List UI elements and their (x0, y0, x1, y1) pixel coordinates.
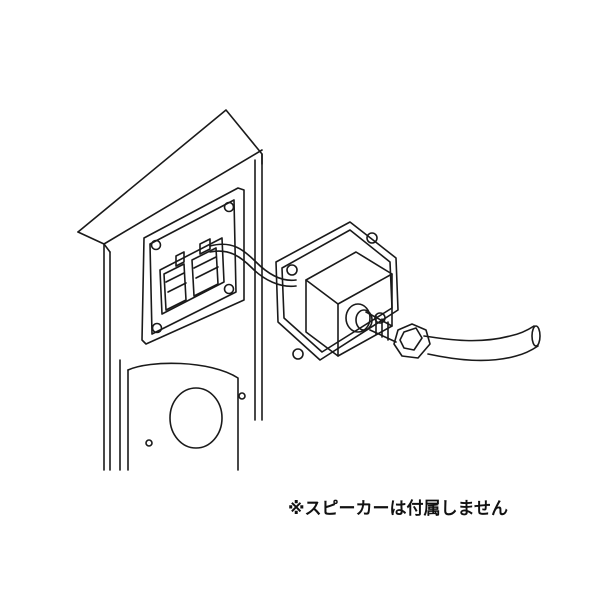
terminal-plate (141, 187, 245, 345)
connector-flange (275, 221, 399, 361)
speaker-cabinet (77, 109, 263, 471)
cable-gland (345, 303, 431, 359)
external-cable (423, 325, 541, 362)
speaker-not-included-note: ※スピーカーは付属しません (288, 499, 509, 519)
